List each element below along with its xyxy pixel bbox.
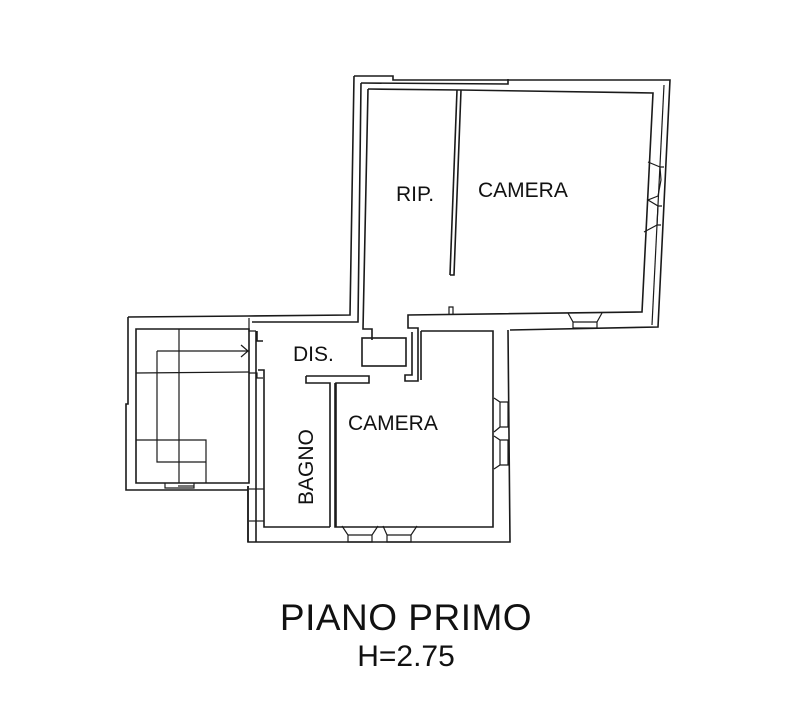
upper-block-walls bbox=[247, 75, 671, 382]
room-label-dis: DIS. bbox=[293, 343, 334, 366]
room-label-camera-lower: CAMERA bbox=[348, 412, 438, 435]
ceiling-height-label: H=2.75 bbox=[357, 640, 455, 673]
plan-title: PIANO PRIMO bbox=[279, 597, 533, 638]
room-label-rip: RIP. bbox=[396, 183, 434, 206]
room-label-camera-upper: CAMERA bbox=[478, 179, 568, 202]
lower-block-walls bbox=[247, 329, 511, 543]
room-label-bagno: BAGNO bbox=[295, 429, 318, 505]
staircase bbox=[125, 315, 264, 542]
